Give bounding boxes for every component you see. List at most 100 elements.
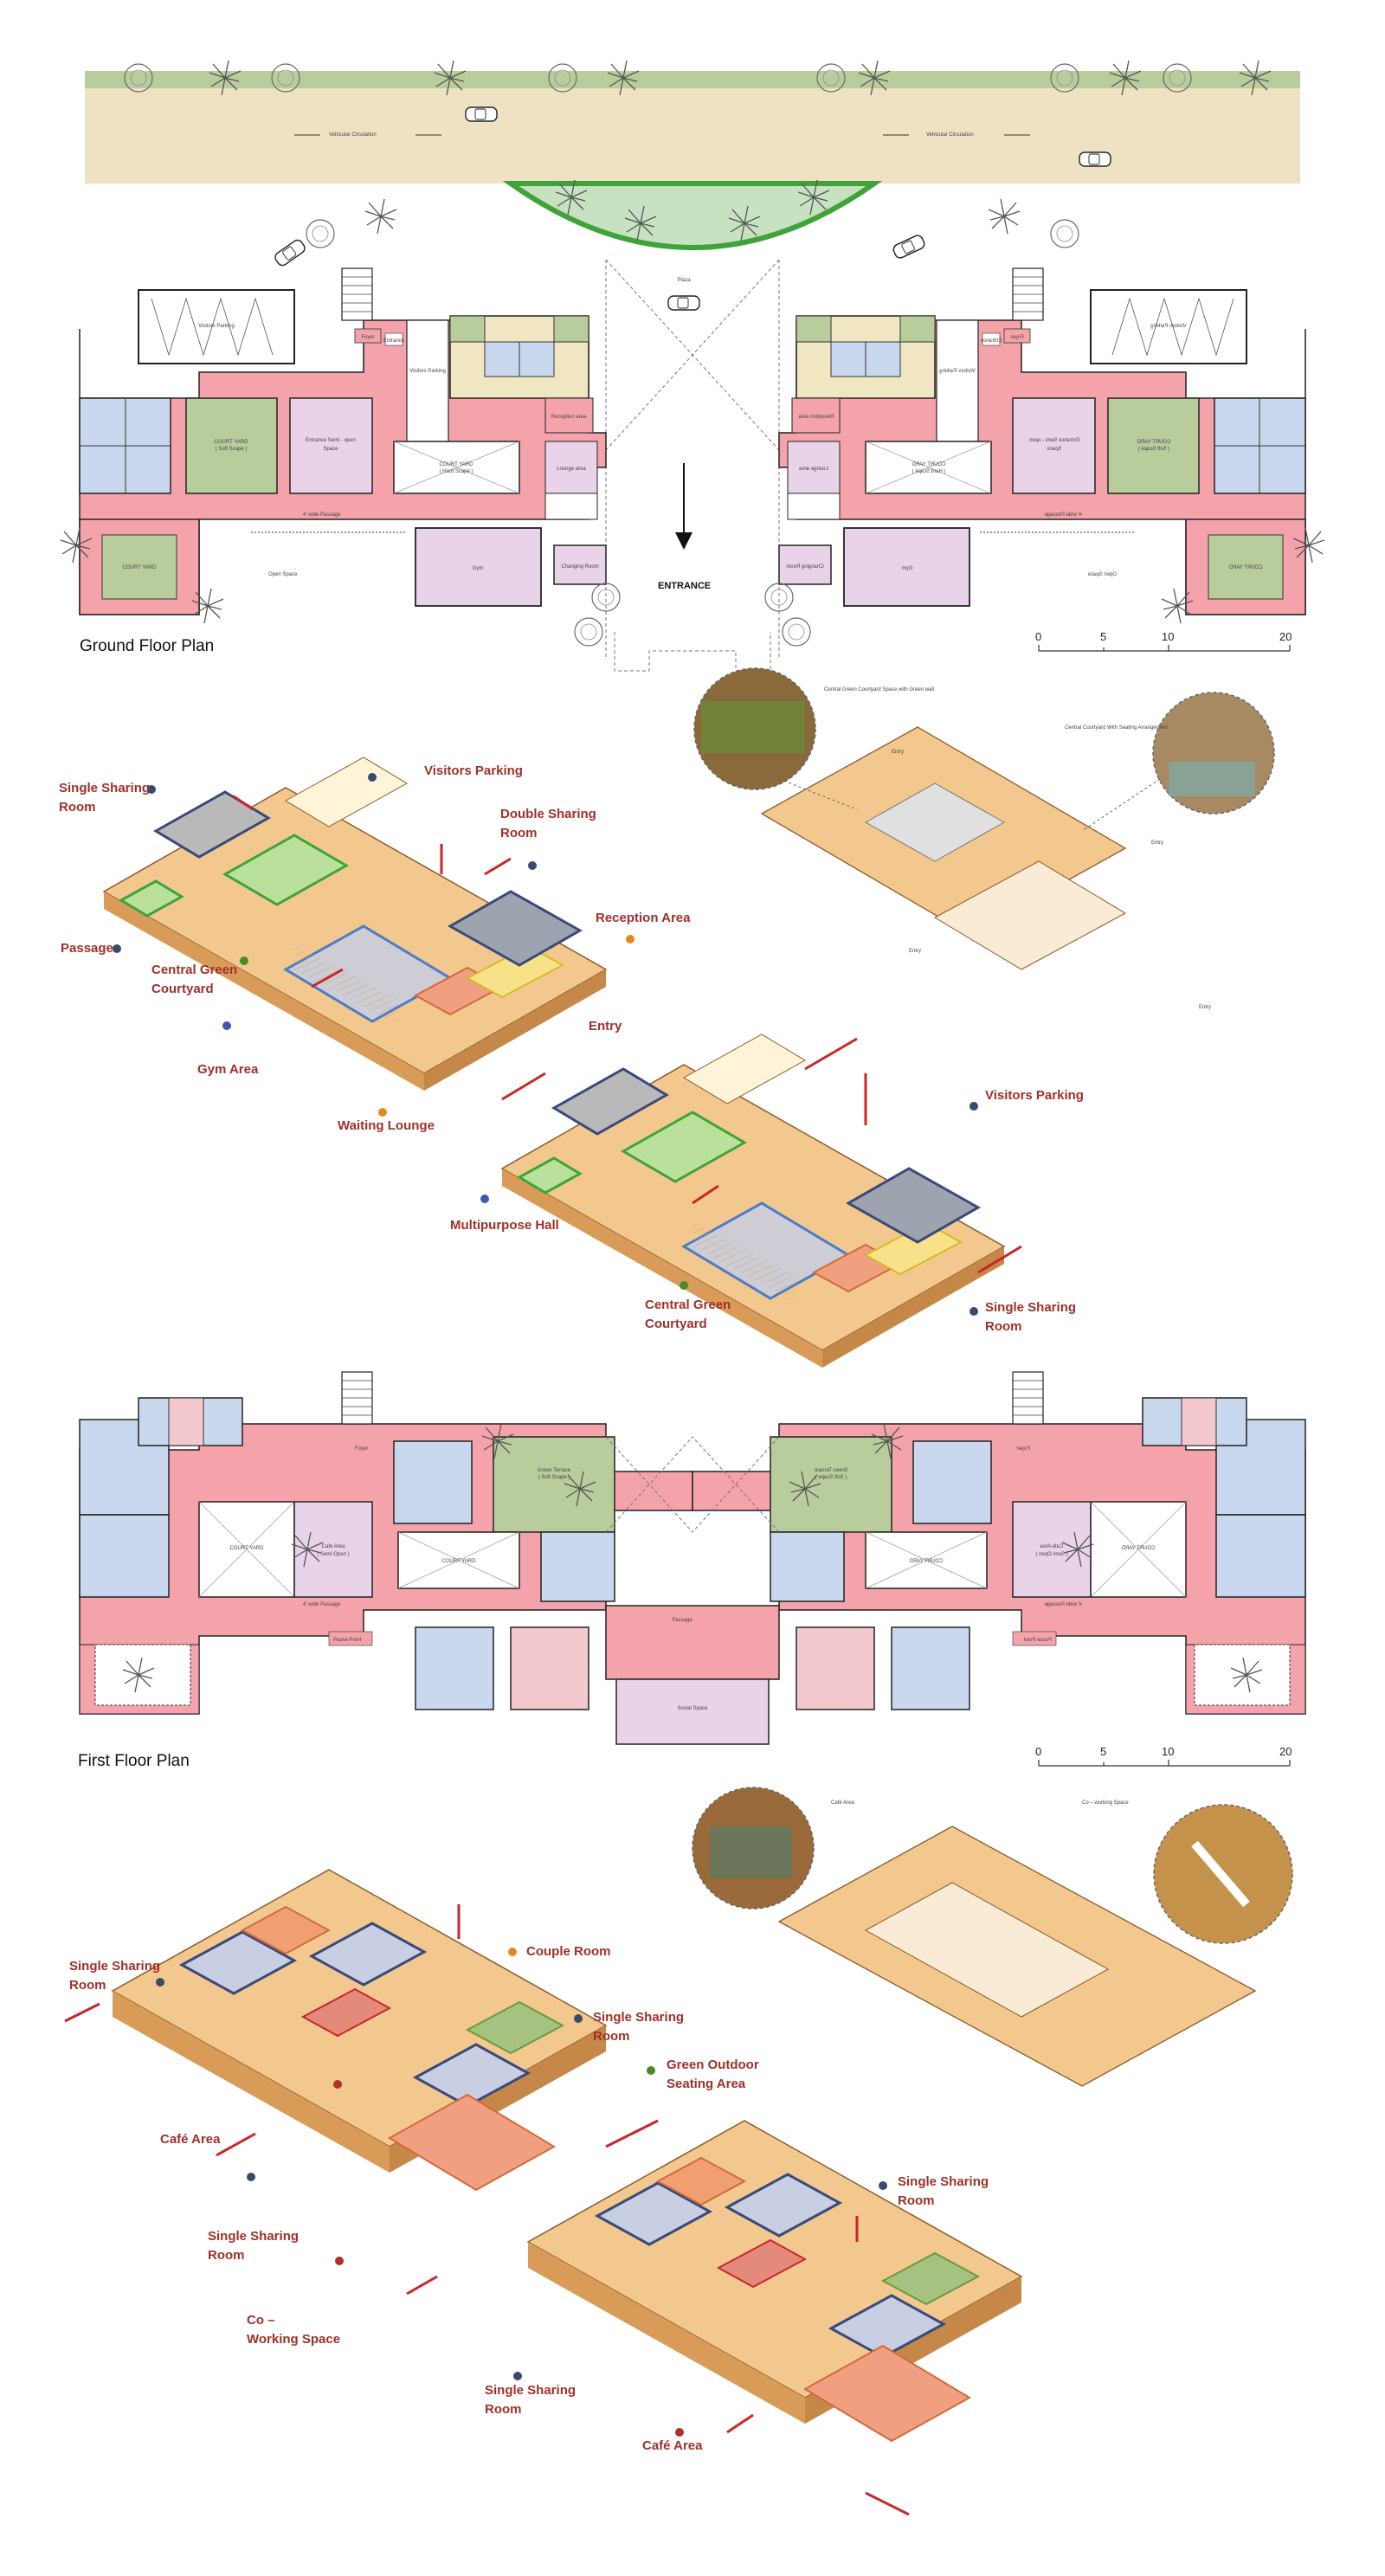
- ga-multipurpose-hall-dot: [480, 1195, 489, 1203]
- ga-visitors-parking-1-dot: [368, 773, 377, 782]
- fa-cafe-1-dot: [333, 2080, 342, 2089]
- svg-text:0: 0: [1035, 1745, 1041, 1758]
- svg-text:Reception area: Reception area: [551, 415, 587, 420]
- ground-scale-bar: 0 5 10 20: [1035, 630, 1292, 652]
- fa-couple-room-label: Couple Room: [526, 1944, 611, 1959]
- ga-reception-area-label: Reception Area: [596, 911, 691, 925]
- svg-text:Café Area: Café Area: [831, 1800, 854, 1806]
- first-scale-bar: 0 5 10 20: [1035, 1745, 1292, 1767]
- vehicular-label-right: Vehicular Circulation: [926, 132, 974, 138]
- ga-central-green-2-dot: [680, 1281, 688, 1290]
- svg-text:10: 10: [1162, 1745, 1174, 1758]
- svg-text:Entry: Entry: [1151, 840, 1163, 846]
- fa-green-outdoor-dot: [647, 2066, 655, 2075]
- svg-text:( Soft Scape ): ( Soft Scape ): [216, 447, 248, 452]
- svg-text:0: 0: [1035, 630, 1041, 643]
- entrance-label: ENTRANCE: [658, 581, 711, 591]
- svg-text:Foyer: Foyer: [355, 1446, 368, 1452]
- ga-waiting-lounge-dot: [378, 1108, 387, 1117]
- fa-couple-room-dot: [508, 1948, 517, 1956]
- ga-multipurpose-hall-label: Multipurpose Hall: [450, 1218, 559, 1233]
- ga-visitors-parking-1-label: Visitors Parking: [424, 763, 523, 778]
- svg-text:20: 20: [1279, 1745, 1292, 1758]
- svg-text:( Semi Open ): ( Semi Open ): [317, 1552, 349, 1557]
- svg-text:Changing Room: Changing Room: [561, 564, 598, 570]
- first-floor-axonometric: Café Area Co – working Space: [64, 1787, 1293, 2516]
- ga-single-sharing-2-dot: [970, 1307, 978, 1316]
- ga-double-sharing-dot: [528, 861, 537, 870]
- ga-single-sharing-1-dot: [147, 785, 156, 794]
- svg-text:Foyer: Foyer: [361, 335, 374, 340]
- ga-gym-area-dot: [222, 1021, 231, 1030]
- ga-entry-label: Entry: [589, 1019, 622, 1034]
- svg-text:Entry: Entry: [909, 949, 921, 954]
- svg-text:5: 5: [1100, 630, 1106, 643]
- ground-floor-left-wing: Visitors Parking Visitors Parking Foyer …: [60, 198, 621, 647]
- road-verge: [85, 71, 1300, 88]
- road: [85, 88, 1300, 184]
- fa-single-sharing-1-dot: [156, 1978, 164, 1987]
- svg-text:Passage: Passage: [672, 1618, 692, 1623]
- svg-text:Pause Point: Pause Point: [333, 1638, 362, 1643]
- fa-single-sharing-2-dot: [574, 2014, 583, 2023]
- ga-reception-area-dot: [626, 935, 635, 943]
- ground-floor-right-wing: [765, 199, 1324, 646]
- svg-text:Central Courtyard With Seating: Central Courtyard With Seating Arrangeme…: [1065, 725, 1168, 731]
- first-floor-title: First Floor Plan: [78, 1752, 190, 1770]
- svg-text:Central Green Courtyard Space: Central Green Courtyard Space with Green…: [824, 687, 934, 692]
- ground-floor-plan: Vehicular Circulation Vehicular Circulat…: [60, 60, 1324, 672]
- svg-text:Green Terrace: Green Terrace: [538, 1468, 571, 1473]
- car-icon: [272, 237, 308, 268]
- svg-text:COURT YARD: COURT YARD: [230, 1546, 265, 1551]
- front-lawn: [502, 181, 883, 250]
- svg-text:Entry: Entry: [1199, 1005, 1211, 1010]
- svg-text:Co – working Space: Co – working Space: [1082, 1800, 1129, 1806]
- ga-passage-dot: [113, 944, 121, 953]
- car-icon: [1079, 151, 1111, 167]
- ga-central-green-1-dot: [240, 956, 248, 965]
- svg-text:COURT YARD: COURT YARD: [123, 565, 158, 570]
- svg-text:4' wide Passage: 4' wide Passage: [303, 1602, 341, 1607]
- plaza-label: Plaza: [677, 278, 691, 283]
- svg-text:Lounge area: Lounge area: [557, 467, 586, 472]
- svg-text:Entrance: Entrance: [383, 338, 405, 344]
- svg-text:4' wide Passage: 4' wide Passage: [303, 512, 341, 518]
- svg-text:Visitors Parking: Visitors Parking: [198, 324, 235, 329]
- fa-single-sharing-5-dot: [513, 2372, 522, 2380]
- svg-text:( Hard Scape ): ( Hard Scape ): [439, 469, 473, 474]
- ga-passage-label: Passage: [61, 941, 113, 956]
- ground-floor-axonometric: Central Green Courtyard Space with Green…: [102, 667, 1275, 1369]
- ground-floor-title: Ground Floor Plan: [80, 637, 214, 655]
- svg-text:Visitors Parking: Visitors Parking: [409, 369, 446, 374]
- svg-text:10: 10: [1162, 630, 1174, 643]
- svg-text:COURT YARD: COURT YARD: [442, 1559, 477, 1564]
- ga-gym-area-label: Gym Area: [197, 1062, 259, 1077]
- fa-coworking-label: Co –Working Space: [247, 2313, 340, 2347]
- first-floor-plan: COURT YARD Cafe Area ( Semi Open ) Green…: [78, 1372, 1305, 1770]
- car-icon: [891, 233, 927, 261]
- fa-cafe-2-label: Café Area: [642, 2438, 703, 2453]
- car-icon: [667, 295, 700, 311]
- fa-cafe-2-dot: [675, 2428, 684, 2437]
- svg-text:5: 5: [1100, 1745, 1106, 1758]
- fa-cafe-1-label: Café Area: [160, 2132, 221, 2147]
- svg-text:( Soft Scape ): ( Soft Scape ): [538, 1475, 570, 1480]
- svg-text:COURT YARD: COURT YARD: [440, 462, 474, 467]
- fa-single-sharing-4-dot: [879, 2181, 887, 2190]
- ga-visitors-parking-2-dot: [970, 1102, 978, 1111]
- svg-text:20: 20: [1279, 630, 1292, 643]
- svg-text:Social Space: Social Space: [677, 1706, 708, 1711]
